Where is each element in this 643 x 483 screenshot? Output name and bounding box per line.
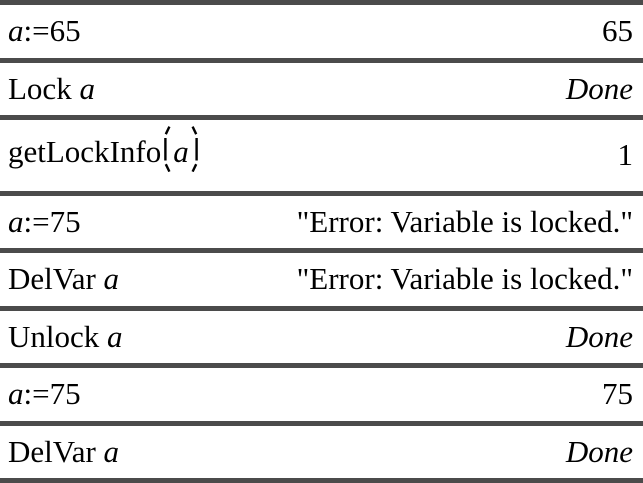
input-expression: a:=65: [8, 13, 81, 49]
expression-segment: getLockInfo: [8, 134, 162, 170]
expression-segment: 75: [602, 376, 633, 412]
input-expression: Unlock a: [8, 319, 123, 355]
expression-segment: 1: [617, 137, 634, 173]
expression-segment: 65: [602, 13, 633, 49]
result-value: 65: [602, 13, 633, 49]
expression-segment: Done: [565, 433, 633, 469]
expression-segment: :=75: [23, 203, 81, 239]
row-separator: [0, 0, 643, 5]
history-row[interactable]: DelVar a Done: [0, 425, 643, 478]
history-row[interactable]: Lock a Done: [0, 62, 643, 115]
row-separator: [0, 363, 643, 368]
expression-segment: "Error: Variable is locked.": [296, 261, 633, 297]
row-separator: [0, 478, 643, 483]
row-separator: [0, 420, 643, 426]
history-row[interactable]: Unlock a Done: [0, 310, 643, 363]
history-row[interactable]: a:=75 75: [0, 368, 643, 421]
expression-segment: :=65: [23, 13, 81, 49]
result-value: Done: [566, 434, 633, 470]
result-value: 75: [602, 376, 633, 412]
expression-segment: a: [8, 376, 24, 412]
history-row[interactable]: DelVar a "Error: Variable is locked.": [0, 253, 643, 306]
row-separator: [0, 190, 643, 196]
row-separator: [0, 248, 643, 253]
expression-segment: a: [103, 433, 120, 469]
expression-segment: Lock: [8, 70, 80, 106]
history-row[interactable]: a:=65 65: [0, 5, 643, 58]
expression-segment: :=75: [23, 376, 81, 412]
expression-segment: a: [8, 203, 24, 239]
result-value: 1: [618, 137, 634, 173]
result-value: Done: [566, 71, 633, 107]
result-value: Done: [566, 319, 633, 355]
row-separator: [0, 115, 643, 120]
row-separator: [0, 305, 643, 311]
history-row[interactable]: a:=75 "Error: Variable is locked.": [0, 195, 643, 248]
expression-segment: a: [173, 134, 189, 170]
expression-segment: "Error: Variable is locked.": [296, 203, 633, 239]
row-separator: [0, 57, 643, 63]
expression-segment: Done: [565, 70, 633, 106]
result-value: "Error: Variable is locked.": [297, 204, 633, 240]
right-paren-glyph: [190, 126, 200, 180]
history-row[interactable]: getLockInfo a 1: [0, 120, 643, 191]
expression-segment: a: [8, 13, 24, 49]
input-expression: a:=75: [8, 376, 81, 412]
input-expression: DelVar a: [8, 261, 119, 297]
expression-segment: Done: [565, 318, 633, 354]
left-paren-glyph: [162, 126, 172, 180]
expression-segment: a: [79, 70, 95, 106]
result-value: "Error: Variable is locked.": [297, 261, 633, 297]
expression-segment: DelVar: [8, 433, 104, 469]
input-expression: a:=75: [8, 204, 81, 240]
input-expression: getLockInfo a: [8, 126, 201, 182]
expression-segment: Unlock: [8, 318, 108, 354]
input-expression: Lock a: [8, 71, 95, 107]
expression-segment: a: [103, 261, 120, 297]
expression-segment: a: [107, 318, 123, 354]
input-expression: DelVar a: [8, 434, 119, 470]
expression-segment: DelVar: [8, 261, 104, 297]
